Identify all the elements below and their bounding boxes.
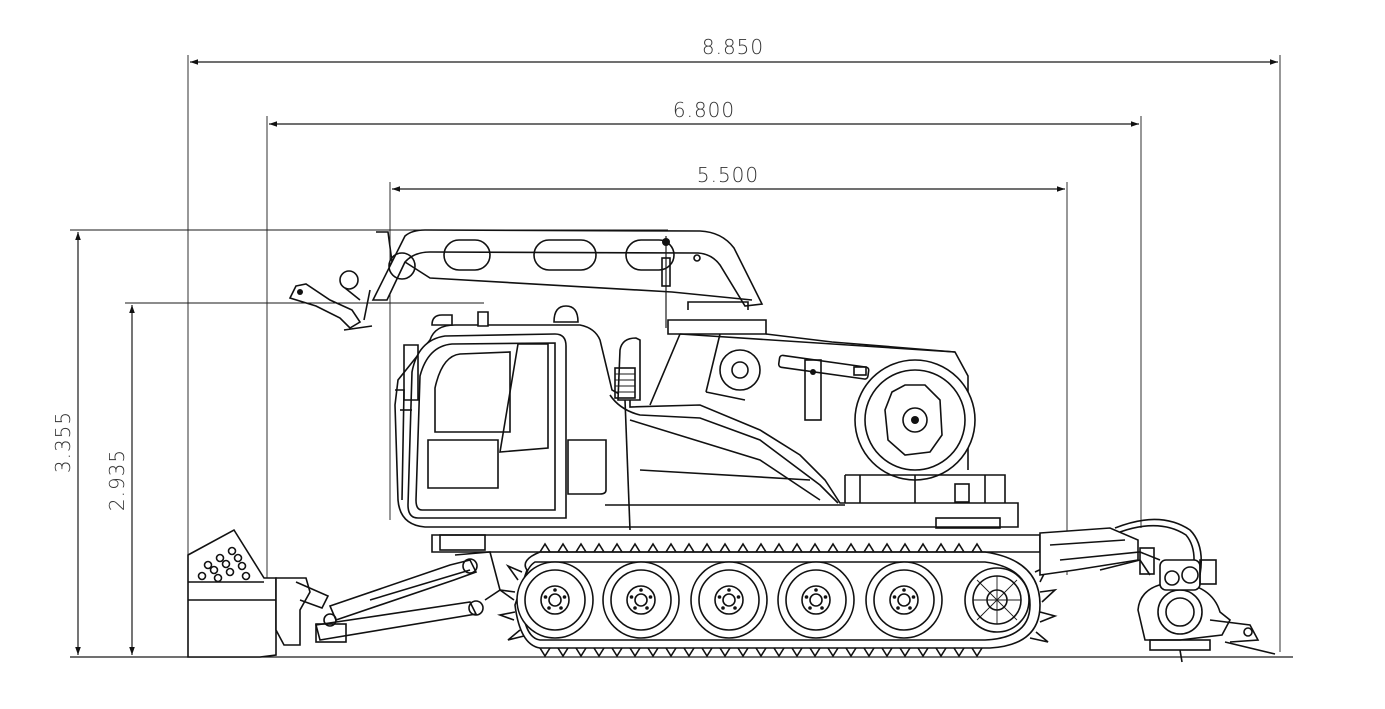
drive-sprocket: [964, 567, 1030, 633]
winch-frame: [649, 301, 976, 481]
road-wheel-5: [865, 561, 943, 639]
front-blade: [187, 528, 501, 658]
cab-height-label: 2.935: [105, 449, 129, 511]
overall-length-label: 8.850: [702, 35, 764, 59]
road-wheel-2: [602, 561, 680, 639]
blade-length-label: 6.800: [673, 98, 735, 122]
dimension-lines: 8.850 6.800 5.500 3.355 2.935: [51, 35, 1293, 658]
road-wheel-4: [777, 561, 855, 639]
overall-height-label: 3.355: [51, 411, 75, 473]
road-wheel-3: [690, 561, 768, 639]
rear-rail: [844, 474, 1006, 529]
snow-groomer-vehicle: [187, 229, 1276, 663]
vehicle-length-label: 5.500: [697, 163, 759, 187]
winch-boom: [288, 229, 764, 331]
rear-tiller: [1039, 518, 1276, 663]
cab: [395, 305, 579, 519]
track-assembly: [431, 534, 1058, 658]
road-wheel-1: [516, 561, 594, 639]
track-cleats: [497, 542, 1058, 658]
